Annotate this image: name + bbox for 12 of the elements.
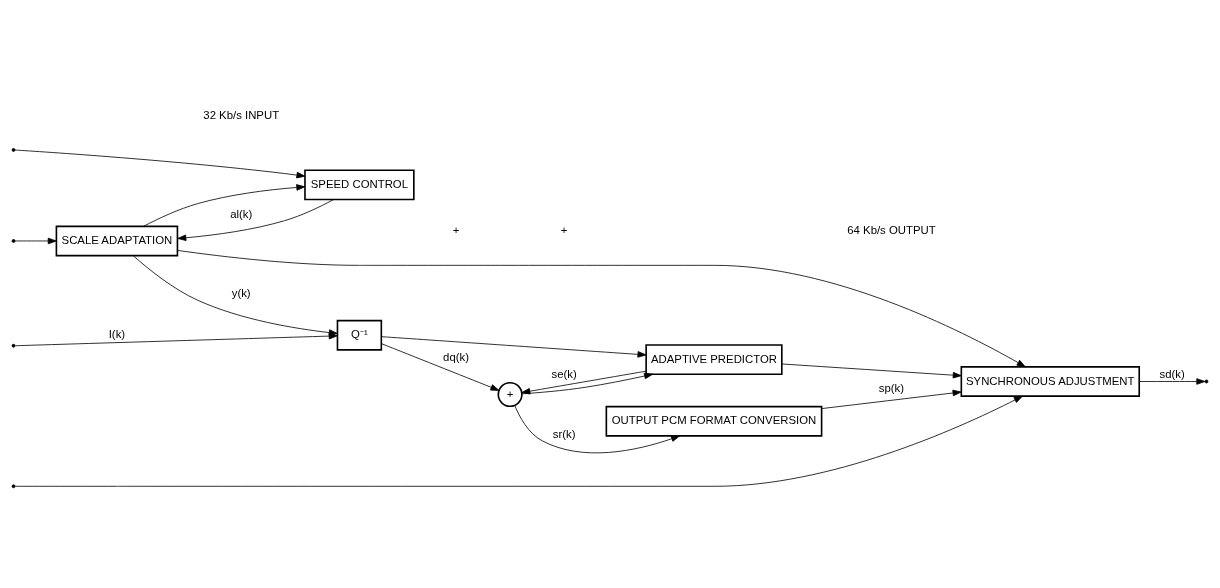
edge-label: al(k) <box>230 207 253 220</box>
edge-label: sp(k) <box>878 381 905 394</box>
edge-label: dq(k) <box>443 350 470 363</box>
label: + <box>560 223 568 236</box>
label: + <box>452 223 460 236</box>
edge-label: sr(k) <box>552 427 576 440</box>
edge-label: y(k) <box>231 286 251 299</box>
edge-label: sd(k) <box>1159 367 1185 380</box>
label: 32 Kb/s INPUT <box>203 108 280 121</box>
edge-label: se(k) <box>551 367 577 380</box>
label: 64 Kb/s OUTPUT <box>847 223 936 236</box>
edge-label: I(k) <box>108 327 126 340</box>
